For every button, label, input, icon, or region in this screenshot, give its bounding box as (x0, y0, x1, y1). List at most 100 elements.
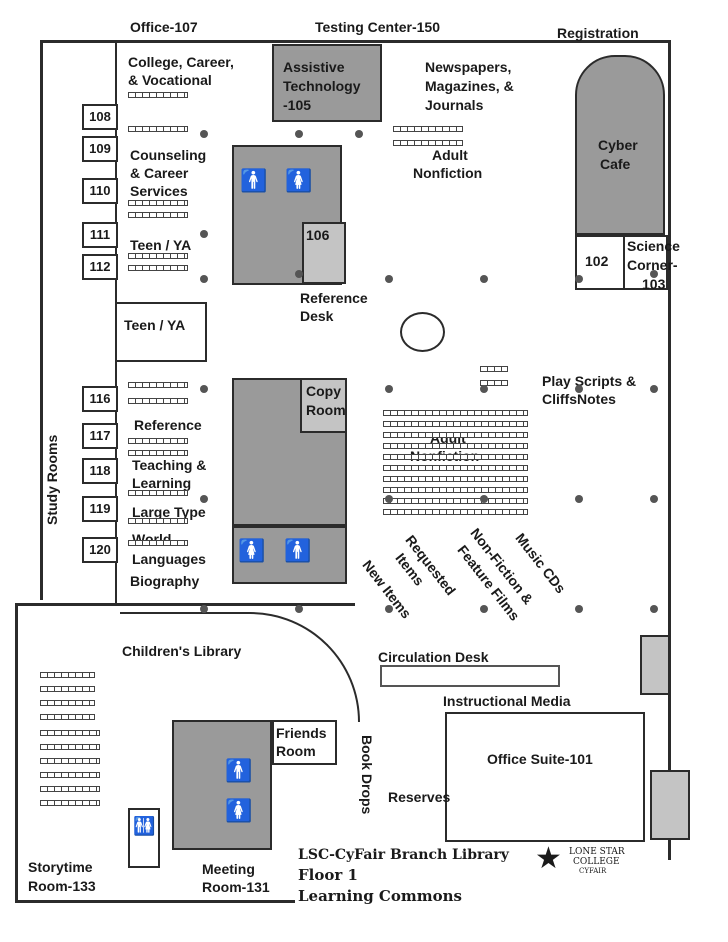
shelf (40, 672, 95, 678)
storytime-label-2: Room-133 (28, 878, 96, 894)
meeting-room-label-1: Meeting (202, 861, 255, 877)
outer-wall-top (40, 40, 670, 43)
registration-label: Registration (557, 25, 639, 41)
outer-wall-left (40, 40, 43, 600)
study-room-116: 116 (82, 386, 118, 412)
logo-line-1: LONE STAR (569, 847, 625, 857)
column (575, 275, 583, 283)
counseling-label-2: & Career (130, 165, 189, 181)
teaching-label-1: Teaching & (132, 457, 207, 473)
shelf (383, 498, 528, 504)
play-scripts-label-2: CliffsNotes (542, 391, 616, 407)
shelf (383, 410, 528, 416)
study-room-109: 109 (82, 136, 118, 162)
childrens-library-area (120, 612, 360, 722)
column (575, 385, 583, 393)
shelf (40, 786, 100, 792)
copy-room (300, 378, 347, 433)
study-room-117: 117 (82, 423, 118, 449)
shelf (40, 800, 100, 806)
science-label-3: 103 (642, 276, 666, 292)
assistive-label-1: Assistive (283, 59, 345, 75)
column (575, 495, 583, 503)
stair-block-lower (650, 770, 690, 840)
column (480, 495, 488, 503)
shelf (383, 432, 528, 438)
column (200, 230, 208, 238)
friends-room (272, 720, 337, 765)
shelf (128, 398, 188, 404)
column (385, 385, 393, 393)
divider-wall (115, 40, 117, 605)
shelf (128, 200, 188, 206)
column (385, 605, 393, 613)
shelf (128, 253, 188, 259)
lone-star-logo: ★ LONE STAR COLLEGE CYFAIR (535, 843, 635, 883)
library-title: LSC-CyFair Branch Library (298, 847, 509, 863)
shelf (128, 212, 188, 218)
friends-room-label-1: Friends (276, 725, 327, 741)
column (295, 270, 303, 278)
play-scripts-label-1: Play Scripts & (542, 373, 637, 389)
logo-line-2: COLLEGE (573, 857, 620, 867)
column (650, 270, 658, 278)
shelf (383, 443, 528, 449)
restroom-icons-small: 🚻 (133, 816, 156, 836)
assistive-label-2: Technology (283, 78, 361, 94)
column (200, 385, 208, 393)
study-room-110: 110 (82, 178, 118, 204)
reference-desk-label-2: Desk (300, 308, 334, 324)
copy-room-label-2: Room (306, 402, 346, 418)
study-room-108: 108 (82, 104, 118, 130)
learning-commons-label: Learning Commons (298, 887, 462, 905)
shelf (40, 730, 100, 736)
restroom-female-icon: 🚺 (285, 168, 313, 193)
shelf (128, 265, 188, 271)
reference-label: Reference (134, 417, 202, 433)
friends-room-label-2: Room (276, 743, 316, 759)
science-corner-room (623, 235, 668, 290)
shelf (383, 476, 528, 482)
shelf (40, 758, 100, 764)
study-rooms-label: Study Rooms (44, 434, 60, 525)
cyber-label-1: Cyber (598, 137, 638, 153)
shelf (128, 518, 188, 524)
study-room-120: 120 (82, 537, 118, 563)
column (355, 130, 363, 138)
shelf (128, 92, 188, 98)
instructional-media-label: Instructional Media (443, 693, 571, 709)
science-label-2: Corner- (627, 257, 678, 273)
shelf (128, 382, 188, 388)
room-102-label: 102 (585, 253, 609, 269)
shelf (128, 438, 188, 444)
reserves-label: Reserves (388, 789, 451, 805)
column (295, 130, 303, 138)
newspapers-label-1: Newspapers, (425, 59, 512, 75)
shelf (383, 487, 528, 493)
column (480, 385, 488, 393)
childrens-library-label: Children's Library (122, 643, 242, 659)
science-label-1: Science (627, 238, 680, 254)
cyber-label-2: Cafe (600, 156, 631, 172)
teen-ya-upper-label: Teen / YA (130, 237, 192, 253)
restroom-male-icon: 🚹 (240, 168, 268, 193)
storytime-label-1: Storytime (28, 859, 93, 875)
outer-wall-left-lower (15, 603, 18, 903)
shelf (383, 421, 528, 427)
outer-wall-right (668, 40, 671, 860)
assistive-technology-room (272, 44, 382, 122)
column (650, 605, 658, 613)
newspapers-label-3: Journals (425, 97, 484, 113)
shelf (480, 366, 508, 372)
shelf (40, 744, 100, 750)
meeting-room-label-2: Room-131 (202, 879, 270, 895)
restroom-male-icon-2: 🚹 (284, 538, 312, 563)
large-type-label: Large Type (132, 504, 206, 520)
teaching-label-2: Learning (132, 475, 192, 491)
star-icon: ★ (535, 842, 562, 875)
testing-center-label: Testing Center-150 (315, 19, 440, 35)
restroom-female-icon-2: 🚺 (238, 538, 266, 563)
shelf (393, 140, 463, 146)
office-suite-room (445, 712, 645, 842)
column (200, 275, 208, 283)
